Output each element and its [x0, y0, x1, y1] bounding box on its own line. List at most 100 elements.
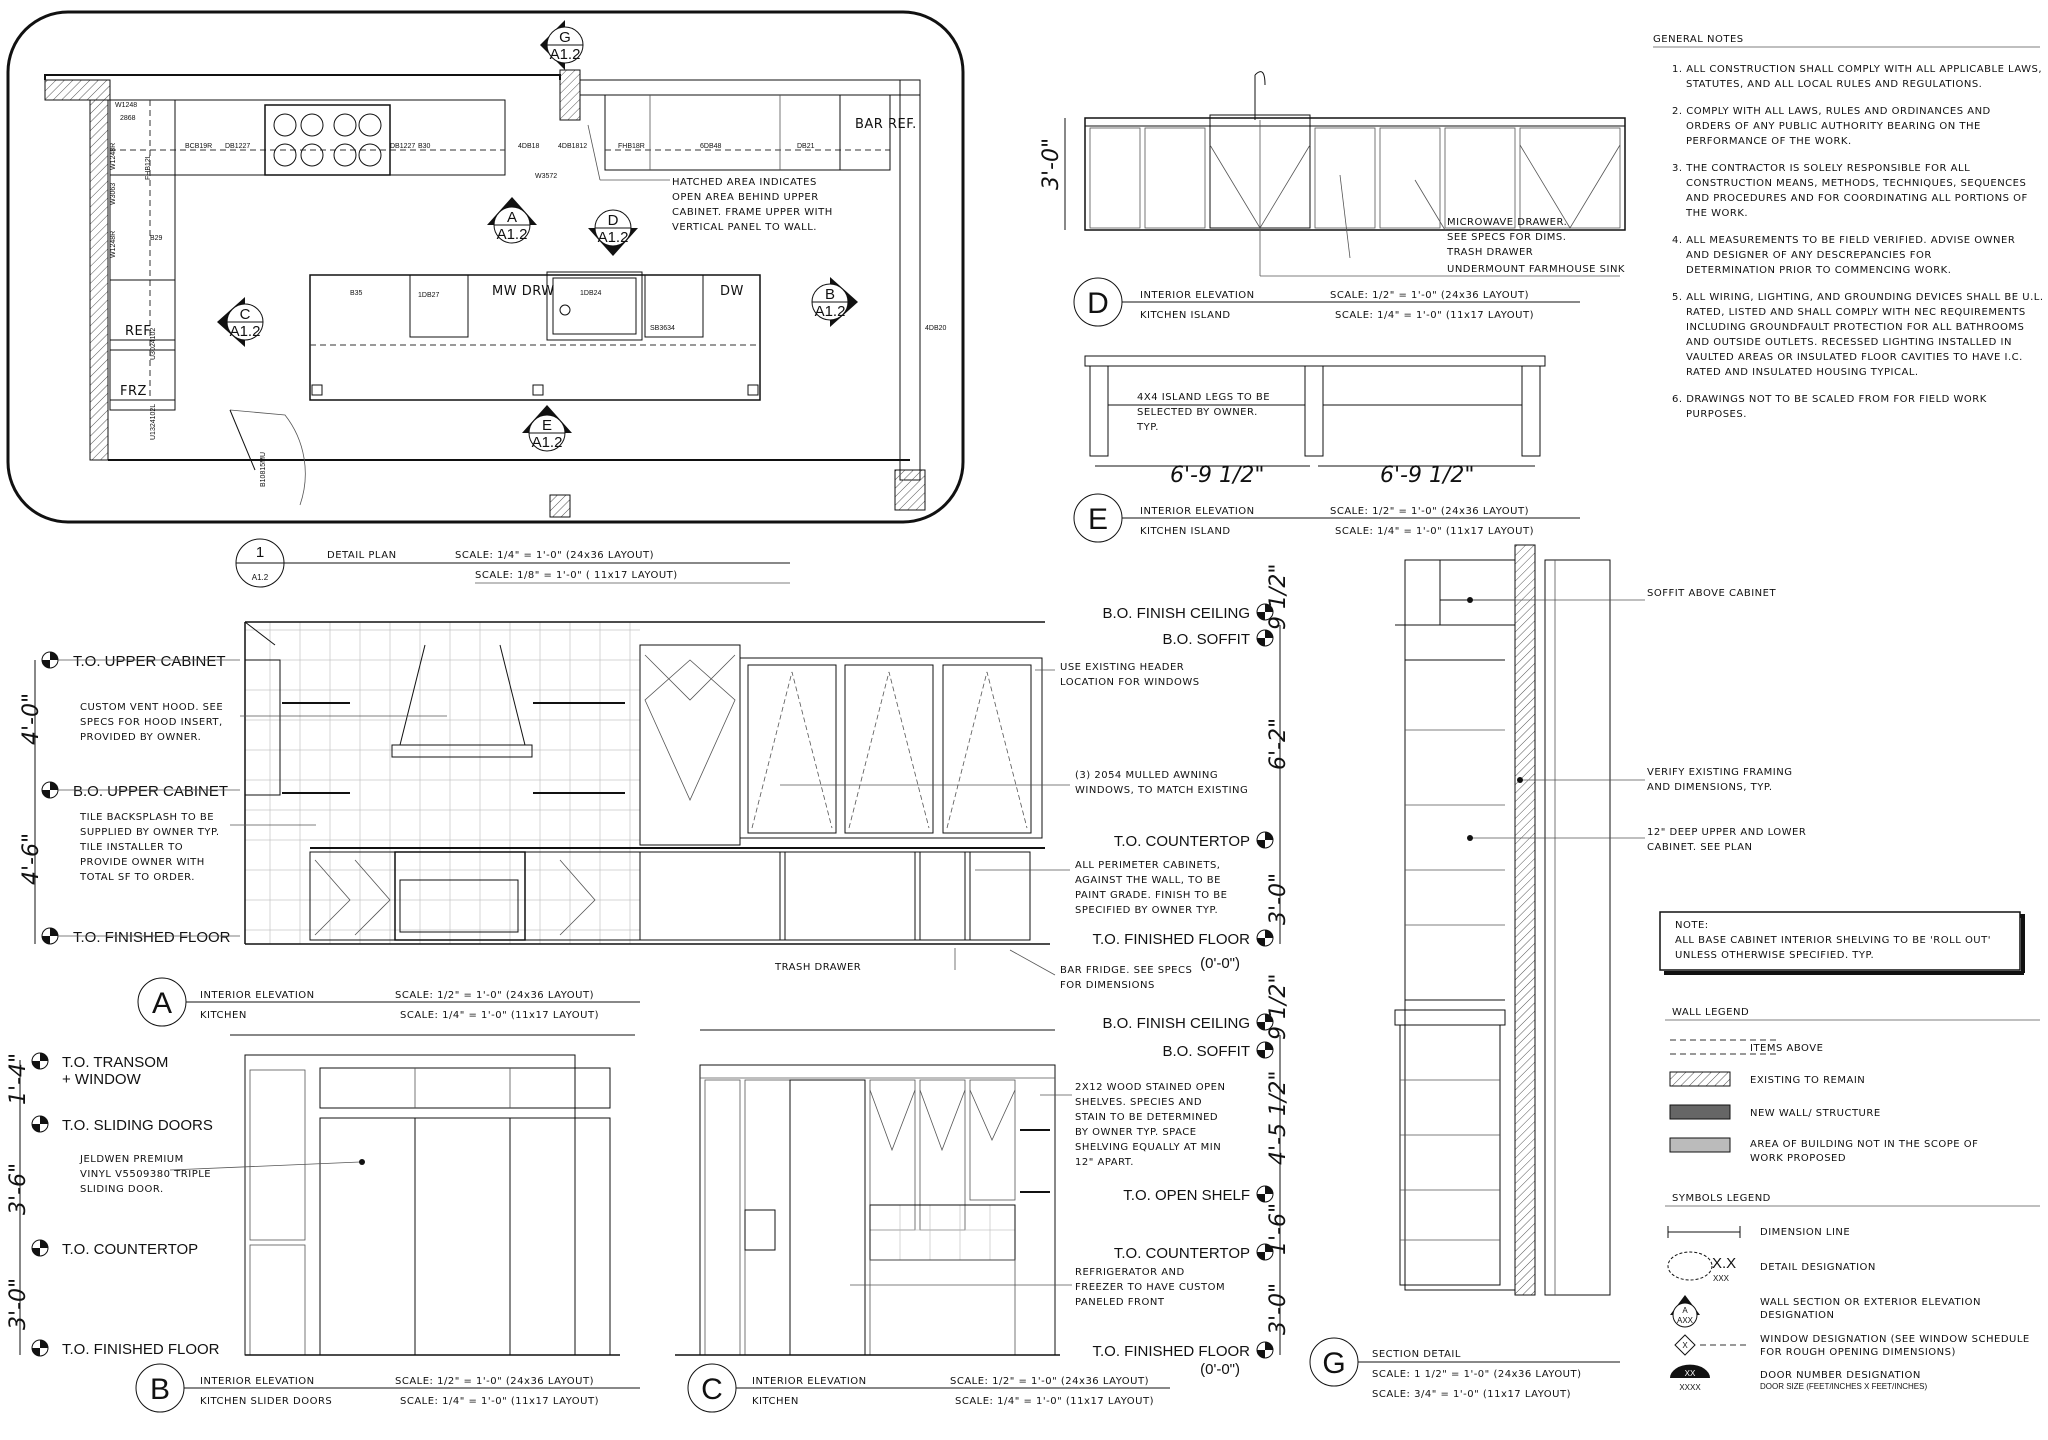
- general-note-4-line-1: 4. ALL MEASUREMENTS TO BE FIELD VERIFIED…: [1672, 235, 2015, 246]
- elev-c-level-marker-3: [1256, 1243, 1274, 1261]
- elev-a-note-cab-0: ALL PERIMETER CABINETS,: [1075, 860, 1220, 871]
- marker-d-letter: D: [608, 212, 619, 229]
- plan-label-22: 1DB27: [418, 292, 440, 299]
- section-title: SECTION DETAIL: [1372, 1349, 1461, 1360]
- plan-title-block: 1 A1.2 DETAIL PLAN SCALE: 1/4" = 1'-0" (…: [235, 538, 790, 588]
- elev-c-scale-2: SCALE: 1/4" = 1'-0" (11x17 LAYOUT): [955, 1396, 1154, 1407]
- elev-a-level-right-4: (0'-0"): [1200, 955, 1240, 972]
- plan-marker-c[interactable]: C A1.2: [217, 297, 264, 347]
- elev-d-note-4: UNDERMOUNT FARMHOUSE SINK: [1447, 264, 1625, 275]
- plan-label-10: BAR REF.: [855, 117, 917, 132]
- section-note-framing-1: VERIFY EXISTING FRAMING: [1647, 767, 1792, 778]
- plan-label-19: FRZ: [120, 384, 147, 399]
- general-notes: GENERAL NOTES 1. ALL CONSTRUCTION SHALL …: [1653, 34, 2044, 420]
- symbols-legend-window-1: WINDOW DESIGNATION (SEE WINDOW SCHEDULE: [1760, 1334, 2030, 1345]
- general-note-5-line-1: 5. ALL WIRING, LIGHTING, AND GROUNDING D…: [1672, 292, 2044, 303]
- elev-d-letter: D: [1087, 287, 1109, 320]
- elev-a-note-cab-1: AGAINST THE WALL, TO BE: [1075, 875, 1221, 886]
- marker-e-sheet: A1.2: [532, 434, 563, 451]
- elev-e-note-2: SELECTED BY OWNER.: [1137, 407, 1258, 418]
- plan-note-line-3: CABINET. FRAME UPPER WITH: [672, 207, 833, 218]
- elev-a-level-right-0: B.O. FINISH CEILING: [1102, 605, 1250, 622]
- wall-legend-not-in-scope-1: AREA OF BUILDING NOT IN THE SCOPE OF: [1750, 1139, 1978, 1150]
- plan-label-6: 4DB1812: [558, 143, 587, 150]
- plan-marker-e[interactable]: E A1.2: [522, 405, 572, 452]
- plan-label-3: DB1227: [390, 143, 415, 150]
- elev-b-title-1: INTERIOR ELEVATION: [200, 1376, 315, 1387]
- elev-c-dim-3: 1'-6": [1266, 1203, 1291, 1255]
- plan-marker-b[interactable]: B A1.2: [811, 277, 858, 327]
- elev-a-note-tile-1: SUPPLIED BY OWNER TYP.: [80, 827, 220, 838]
- general-note-2-line-1: 2. COMPLY WITH ALL LAWS, RULES AND ORDIN…: [1672, 106, 1991, 117]
- elev-c-note-shelves-2: STAIN TO BE DETERMINED: [1075, 1112, 1218, 1123]
- elev-b-dim-3: 3'-0": [6, 1278, 31, 1330]
- elev-a-note-tile-0: TILE BACKSPLASH TO BE: [79, 812, 214, 823]
- elev-c-note-fridge-1: FREEZER TO HAVE CUSTOM: [1075, 1282, 1225, 1293]
- plan-marker-d[interactable]: D A1.2: [588, 209, 638, 256]
- elev-c-level-marker-0: [1256, 1013, 1274, 1031]
- section-note-cab-1: 12" DEEP UPPER AND LOWER: [1647, 827, 1806, 838]
- elev-c-note-shelves-0: 2X12 WOOD STAINED OPEN: [1075, 1082, 1225, 1093]
- elev-b-level-0: T.O. TRANSOM: [62, 1054, 168, 1071]
- symbols-legend-wall-section-2: DESIGNATION: [1760, 1310, 1835, 1321]
- general-note-6-line-2: PURPOSES.: [1686, 409, 1747, 420]
- section-scale-2: SCALE: 3/4" = 1'-0" (11x17 LAYOUT): [1372, 1389, 1571, 1400]
- elev-e-title-2: KITCHEN ISLAND: [1140, 526, 1231, 537]
- plan-title: DETAIL PLAN: [327, 550, 397, 561]
- elev-a-note-hood-1: SPECS FOR HOOD INSERT,: [80, 717, 223, 728]
- marker-g-letter: G: [559, 29, 571, 46]
- symbols-window-tag: X: [1682, 1341, 1688, 1350]
- symbols-door-sub: XXXX: [1679, 1383, 1701, 1392]
- plan-marker-g[interactable]: G A1.2: [540, 20, 584, 70]
- plan-label-20: U1324102L: [150, 404, 157, 440]
- plan-label-2: DB1227: [225, 143, 250, 150]
- elev-c-scale-1: SCALE: 1/2" = 1'-0" (24x36 LAYOUT): [950, 1376, 1149, 1387]
- elev-c-letter: C: [701, 1373, 723, 1406]
- general-note-5-line-6: RATED AND INSULATED HOUSING TYPICAL.: [1686, 367, 1919, 378]
- plan-label-9: DB21: [797, 143, 815, 150]
- symbols-legend-door-1: DOOR NUMBER DESIGNATION: [1760, 1370, 1921, 1381]
- elev-a-dim-right-1: 9 1/2": [1266, 563, 1291, 630]
- elev-d-scale-1: SCALE: 1/2" = 1'-0" (24x36 LAYOUT): [1330, 290, 1529, 301]
- general-note-5-line-2: RATED, LISTED AND SHALL COMPLY WITH NEC …: [1686, 307, 2026, 318]
- elev-a-level-right-marker-1: [1256, 629, 1274, 647]
- general-note-3-line-1: 3. THE CONTRACTOR IS SOLELY RESPONSIBLE …: [1672, 163, 1970, 174]
- wall-legend-not-in-scope-2: WORK PROPOSED: [1750, 1153, 1846, 1164]
- elev-c-dim-2: 4'-5 1/2": [1266, 1071, 1291, 1166]
- plan-scale-1: SCALE: 1/4" = 1'-0" (24x36 LAYOUT): [455, 550, 654, 561]
- general-note-1-line-2: STATUTES, AND ALL LOCAL RULES AND REGULA…: [1686, 79, 1982, 90]
- plan-label-21: B35: [350, 290, 363, 297]
- elev-a-dim-right-2: 6'-2": [1266, 718, 1291, 770]
- plan-note-line-2: OPEN AREA BEHIND UPPER: [672, 192, 819, 203]
- plan-label-1: BCB19R: [185, 143, 212, 150]
- elev-e-note-3: TYP.: [1136, 422, 1159, 433]
- general-note-4-line-3: DETERMINATION PRIOR TO COMMENCING WORK.: [1686, 265, 1951, 276]
- elev-c-level-0: B.O. FINISH CEILING: [1102, 1015, 1250, 1032]
- plan-label-17: REF: [125, 324, 151, 339]
- elev-a-note-header-0: USE EXISTING HEADER: [1060, 662, 1184, 673]
- plan-label-24: 1DB24: [580, 290, 602, 297]
- elev-b-letter: B: [150, 1373, 170, 1406]
- elev-e-scale-2: SCALE: 1/4" = 1'-0" (11x17 LAYOUT): [1335, 526, 1534, 537]
- elev-a-note-hood-0: CUSTOM VENT HOOD. SEE: [80, 702, 223, 713]
- plan-label-23: MW DRW: [492, 284, 555, 299]
- symbols-marker-tag: A: [1682, 1306, 1688, 1315]
- elev-e-letter: E: [1088, 503, 1108, 536]
- plan-label-13: FHB12L: [145, 154, 152, 180]
- elev-c-note-shelves-4: SHELVING EQUALLY AT MIN: [1075, 1142, 1221, 1153]
- elev-b-level-marker-2: [31, 1115, 49, 1133]
- wall-legend-new-wall: NEW WALL/ STRUCTURE: [1750, 1108, 1881, 1119]
- elev-a-level-right-1: B.O. SOFFIT: [1162, 631, 1250, 648]
- elev-a-title-2: KITCHEN: [200, 1010, 247, 1021]
- elev-b-dim-1: 1'-4": [6, 1053, 31, 1105]
- elev-a-level-left-1: B.O. UPPER CABINET: [73, 783, 228, 800]
- elev-a-note-windows-0: (3) 2054 MULLED AWNING: [1075, 770, 1218, 781]
- plan-marker-a[interactable]: A A1.2: [487, 197, 537, 244]
- symbols-legend-dimension-line: DIMENSION LINE: [1760, 1227, 1850, 1238]
- plan-note-line-1: HATCHED AREA INDICATES: [672, 177, 817, 188]
